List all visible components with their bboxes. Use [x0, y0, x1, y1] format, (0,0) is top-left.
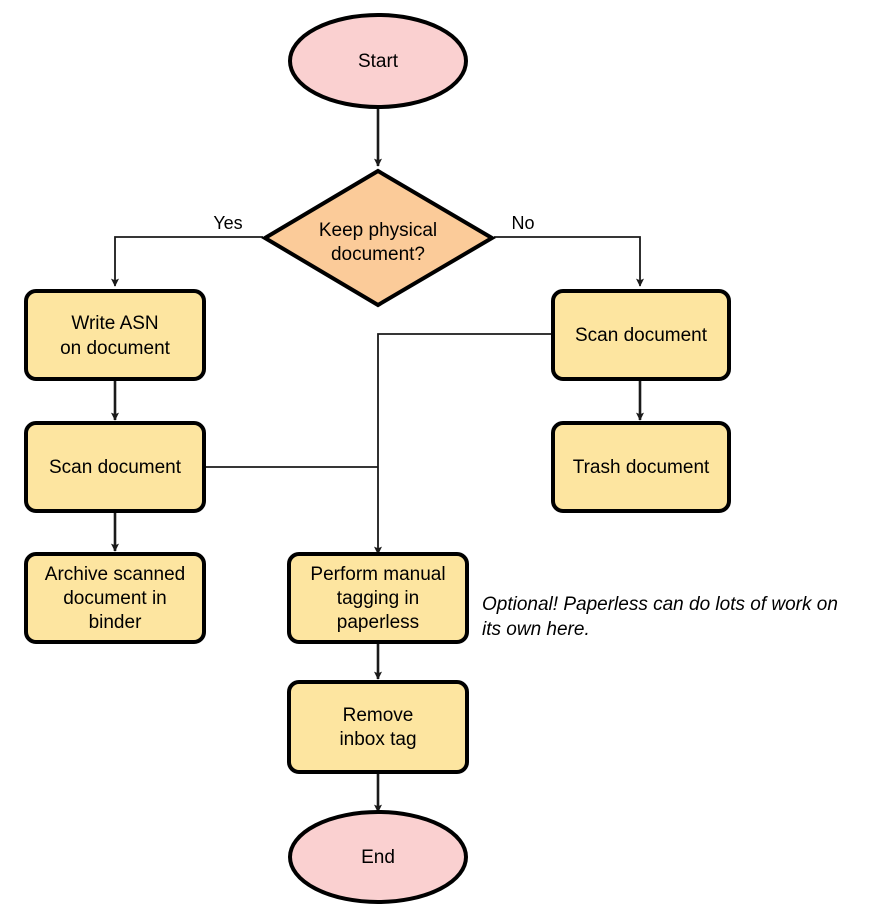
archive-label-line3: binder [89, 612, 142, 633]
start-ellipse [288, 13, 468, 109]
node-trash-document[interactable]: Trash document [551, 421, 731, 513]
scan-document-left-box [24, 421, 206, 513]
scan-document-right-box [551, 289, 731, 381]
node-end[interactable]: End [288, 810, 468, 904]
node-scan-document-right[interactable]: Scan document [551, 289, 731, 381]
archive-box [24, 552, 206, 644]
write-asn-label-line1: Write ASN [71, 313, 158, 334]
tagging-label-line2: tagging in [337, 588, 419, 609]
edge-label-no: No [511, 213, 534, 233]
optional-note-line2: its own here. [482, 619, 590, 640]
decision-diamond [261, 168, 496, 308]
node-decision-keep-physical-document[interactable]: Keep physical document? [261, 168, 496, 308]
start-label: Start [358, 51, 399, 72]
node-remove-inbox-tag[interactable]: Remove inbox tag [287, 680, 469, 774]
end-label: End [361, 847, 395, 868]
remove-inbox-label-line2: inbox tag [339, 729, 416, 750]
node-start[interactable]: Start [288, 13, 468, 109]
decision-label-line1: Keep physical [319, 220, 437, 241]
end-ellipse [288, 810, 468, 904]
optional-note-line1: Optional! Paperless can do lots of work … [482, 594, 838, 615]
remove-inbox-label-line1: Remove [343, 705, 414, 726]
edge-decision-no-to-scan-right [494, 236, 644, 287]
tagging-box [287, 552, 469, 644]
edge-decision-yes-to-write-asn [111, 236, 263, 287]
node-write-asn[interactable]: Write ASN on document [24, 289, 206, 381]
trash-document-label: Trash document [573, 457, 710, 478]
edge-label-yes: Yes [213, 213, 242, 233]
trash-document-box [551, 421, 731, 513]
node-archive-scanned-document[interactable]: Archive scanned document in binder [24, 552, 206, 644]
tagging-label-line1: Perform manual [310, 564, 445, 585]
tagging-label-line3: paperless [337, 612, 419, 633]
scan-document-left-label: Scan document [49, 457, 182, 478]
archive-label-line2: document in [63, 588, 167, 609]
edge-scan-right-to-tagging [374, 333, 553, 555]
remove-inbox-tag-box [287, 680, 469, 774]
write-asn-box [24, 289, 206, 381]
annotation-optional-note: Optional! Paperless can do lots of work … [482, 594, 838, 640]
node-perform-manual-tagging[interactable]: Perform manual tagging in paperless [287, 552, 469, 644]
write-asn-label-line2: on document [60, 338, 171, 359]
node-scan-document-left[interactable]: Scan document [24, 421, 206, 513]
archive-label-line1: Archive scanned [45, 564, 185, 585]
scan-document-right-label: Scan document [575, 325, 708, 346]
decision-label-line2: document? [331, 244, 425, 265]
